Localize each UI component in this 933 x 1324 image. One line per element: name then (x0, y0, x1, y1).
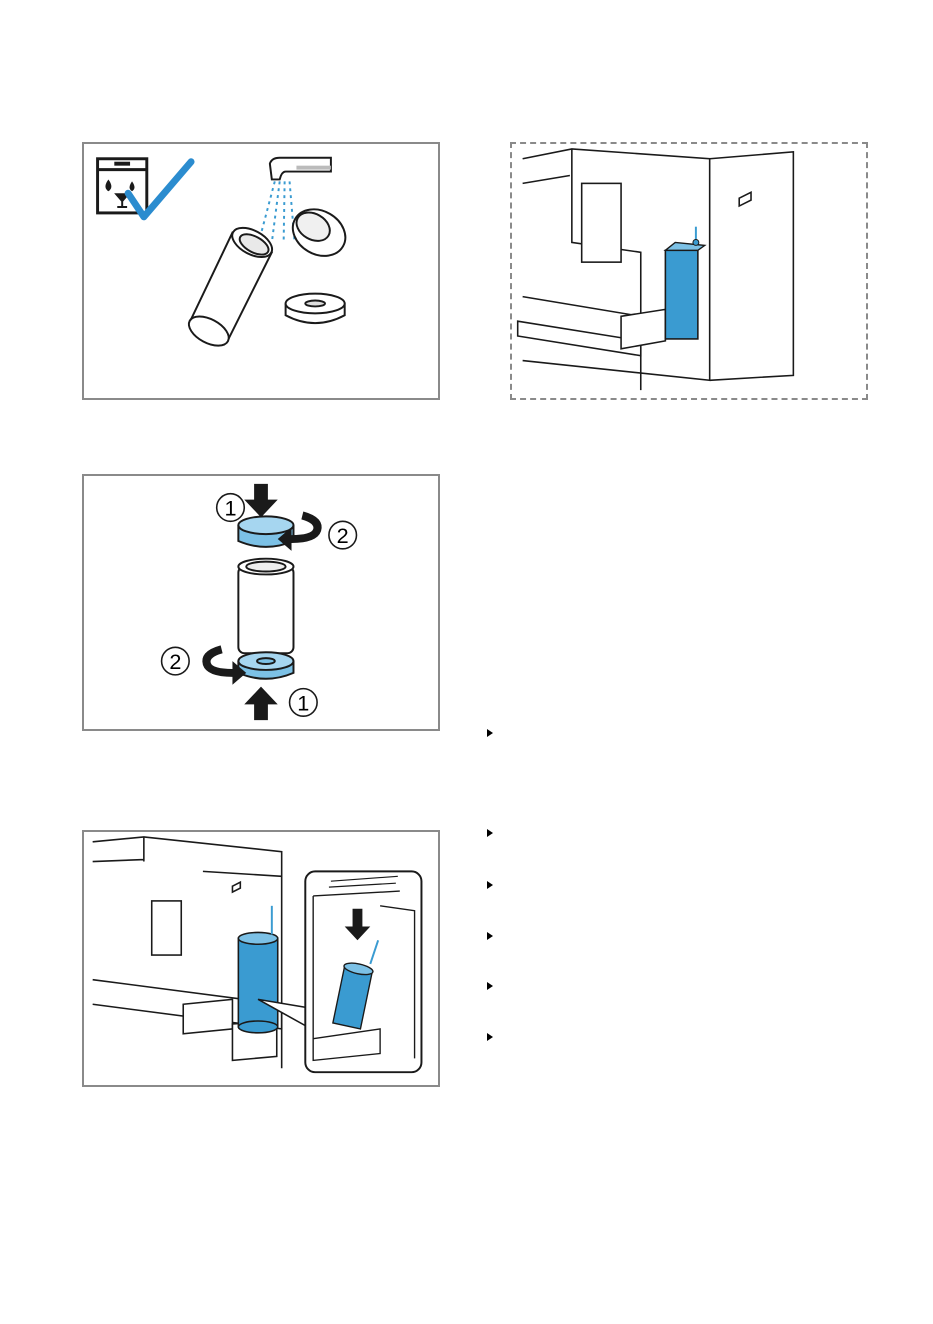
svg-text:2: 2 (169, 649, 181, 674)
callout-2-bottom: 2 (162, 647, 190, 675)
bullet-marker-4 (487, 932, 493, 940)
figure-rinse-parts-drawing (84, 144, 438, 398)
milk-container-body (184, 222, 277, 352)
svg-text:1: 1 (297, 690, 309, 715)
water-spray-icon (260, 181, 294, 242)
assemble-lids-drawing: 1 2 2 1 (84, 476, 438, 729)
milk-container-body (238, 559, 293, 654)
figure-insert-container (82, 830, 440, 1087)
svg-text:2: 2 (337, 523, 349, 548)
bullet-marker-1 (487, 729, 493, 737)
bullet-marker-5 (487, 982, 493, 990)
appliance-drawing (512, 144, 866, 398)
push-arrow-icon (244, 687, 277, 720)
tap-icon (270, 158, 331, 180)
bullet-marker-3 (487, 881, 493, 889)
callout-2-top: 2 (329, 521, 357, 549)
container-lid-bottom (286, 294, 345, 324)
push-arrow-icon (244, 484, 277, 517)
callout-1-top: 1 (217, 494, 245, 522)
figure-rinse-parts (82, 142, 440, 400)
callout-1-bottom: 1 (290, 689, 318, 717)
milk-container-highlight (665, 227, 704, 339)
bullet-marker-2 (487, 829, 493, 837)
svg-text:1: 1 (224, 495, 236, 520)
figure-appliance-container-position (510, 142, 868, 400)
inset-detail (305, 871, 421, 1072)
container-lid-bottom (238, 652, 293, 679)
bullet-marker-6 (487, 1033, 493, 1041)
container-lid-top (284, 200, 353, 265)
milk-container-inserted (238, 906, 277, 1033)
insert-container-drawing (84, 832, 438, 1085)
figure-assemble-lids: 1 2 2 1 (82, 474, 440, 731)
